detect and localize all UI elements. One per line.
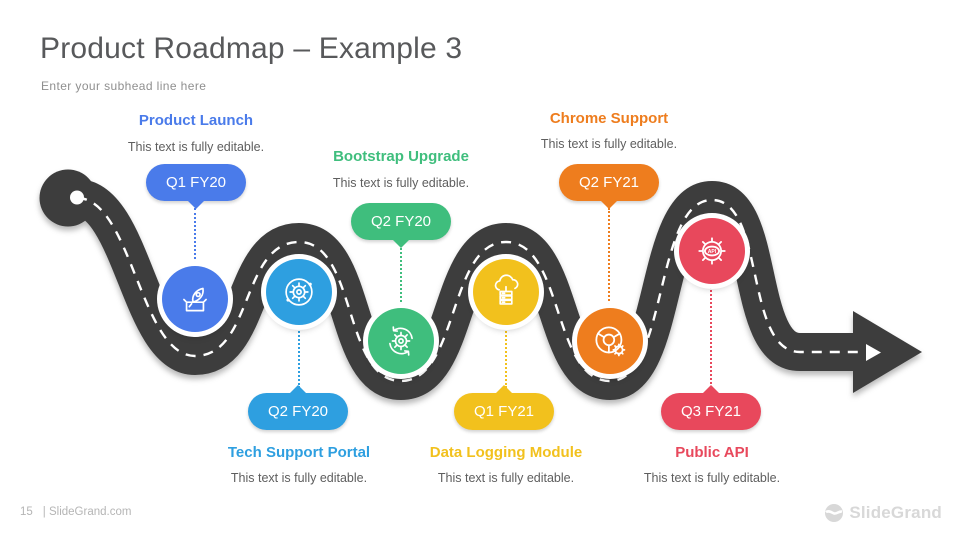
milestone-title-tech-support: Tech Support Portal — [227, 444, 371, 461]
milestone-circle-data-logging — [473, 259, 539, 325]
badge-label: Q2 FY20 — [267, 403, 329, 420]
rocket-box-icon — [183, 287, 207, 312]
brand-name: SlideGrand — [849, 503, 942, 522]
milestone-desc-public-api: This text is fully editable. — [643, 471, 781, 485]
badge-label: Q1 FY21 — [473, 403, 535, 420]
cloud-database-icon — [494, 274, 519, 305]
centerline-arrow-icon — [866, 344, 881, 361]
milestone-title-chrome-support: Chrome Support — [549, 110, 669, 127]
road-centerline — [76, 196, 862, 383]
milestone-circle-product-launch — [162, 266, 228, 332]
badge-data-logging: Q1 FY21 — [454, 393, 554, 430]
page-number: 15 — [20, 506, 33, 518]
milestone-title-bootstrap-upgrade: Bootstrap Upgrade — [333, 148, 469, 165]
milestone-title-product-launch: Product Launch — [138, 112, 254, 129]
connector-bootstrap-upgrade — [400, 245, 402, 305]
footer-site-text: | SlideGrand.com — [42, 506, 132, 518]
milestone-circle-chrome-support — [577, 308, 643, 374]
api-gear-icon: API — [698, 237, 726, 265]
connector-tech-support — [298, 328, 300, 388]
milestone-circle-bootstrap-upgrade — [368, 308, 434, 374]
milestone-desc-tech-support: This text is fully editable. — [230, 471, 368, 485]
road-arrowhead — [853, 311, 922, 393]
milestone-desc-chrome-support: This text is fully editable. — [540, 137, 678, 151]
badge-chrome-support: Q2 FY21 — [559, 164, 659, 201]
connector-public-api — [710, 287, 712, 388]
brand-logo: SlideGrand — [824, 503, 942, 523]
badge-label: Q2 FY21 — [578, 174, 640, 191]
badge-label: Q3 FY21 — [680, 403, 742, 420]
milestone-circle-public-api: API — [679, 218, 745, 284]
milestone-circle-tech-support — [266, 259, 332, 325]
upgrade-gear-icon — [389, 326, 413, 356]
badge-public-api: Q3 FY21 — [661, 393, 761, 430]
svg-text:API: API — [708, 249, 717, 255]
connector-product-launch — [194, 208, 196, 263]
slidegrand-logo-icon — [825, 504, 844, 522]
milestone-title-data-logging: Data Logging Module — [429, 444, 583, 461]
subhead-text: Enter your subhead line here — [41, 79, 207, 93]
badge-label: Q2 FY20 — [370, 213, 432, 230]
milestone-desc-product-launch: This text is fully editable. — [127, 140, 265, 154]
badge-bootstrap-upgrade: Q2 FY20 — [351, 203, 451, 240]
footer: 15 | SlideGrand.com — [20, 506, 131, 518]
page-title: Product Roadmap – Example 3 — [40, 32, 463, 65]
badge-product-launch: Q1 FY20 — [146, 164, 246, 201]
road-start-knob — [39, 169, 97, 227]
connector-data-logging — [505, 328, 507, 388]
milestone-title-public-api: Public API — [675, 444, 749, 461]
chrome-icon — [595, 326, 626, 357]
connector-chrome-support — [608, 208, 610, 305]
badge-label: Q1 FY20 — [165, 174, 227, 191]
milestone-desc-data-logging: This text is fully editable. — [437, 471, 575, 485]
support-gear-icon — [285, 278, 313, 306]
milestone-desc-bootstrap-upgrade: This text is fully editable. — [332, 176, 470, 190]
badge-tech-support: Q2 FY20 — [248, 393, 348, 430]
